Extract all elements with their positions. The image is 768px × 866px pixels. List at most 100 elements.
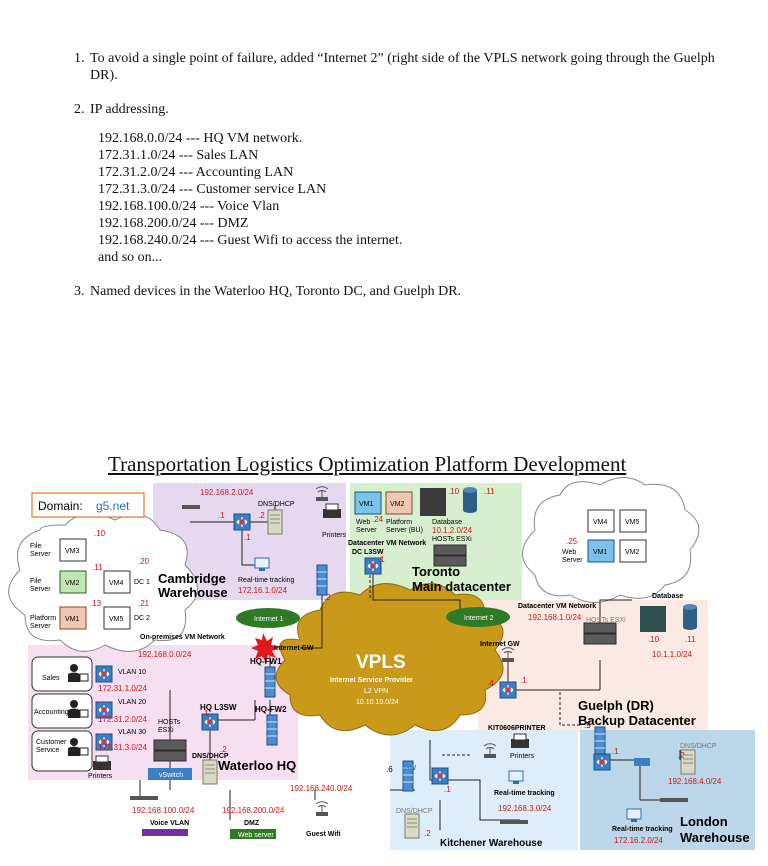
waterloo-vm-label: VM3: [65, 548, 80, 555]
cambridge-firewall-icon: [316, 564, 328, 596]
guelph-vm-label: VM4: [593, 519, 608, 526]
kitchener-switch-icon: [431, 767, 449, 785]
waterloo-vm-box: [59, 570, 87, 594]
waterloo-host: .1: [202, 709, 209, 718]
guelph-vm-box: [587, 509, 615, 533]
london-name: Warehouse: [680, 830, 750, 845]
note-item-2-label: IP addressing.: [90, 102, 169, 117]
hq-fw2: HQ-FW2: [255, 705, 287, 714]
dept-sales: Sales: [42, 675, 60, 682]
toronto-database-icon: [463, 487, 477, 513]
ip-list: 192.168.0.0/24 --- HQ VM network. 172.31…: [96, 130, 726, 266]
toronto-host: .1: [378, 555, 385, 564]
london-tracking: Real-time tracking: [612, 826, 673, 833]
guelph-vm-box: [619, 539, 647, 563]
guelph-database: Database: [652, 593, 683, 600]
cambridge-host: .1: [218, 511, 225, 520]
domain-box: [31, 492, 145, 518]
guelph-name: Guelph (DR): [578, 698, 654, 713]
kitchener-printer: KIT0606PRINTER: [488, 725, 546, 732]
guelph-region: [478, 600, 708, 732]
waterloo-vm-label: VM4: [109, 580, 124, 587]
guelph-vm-label: VM2: [625, 549, 640, 556]
waterloo-host: .10: [94, 529, 106, 538]
ip-line: 172.31.3.0/24 --- Customer service LAN: [98, 182, 327, 197]
kitchener-host: .1: [444, 785, 451, 794]
note-item-1: To avoid a single point of failure, adde…: [88, 50, 726, 84]
guelph-subnet: 10.1.1.0/24: [652, 650, 693, 659]
cambridge-host: .2: [258, 511, 265, 520]
waterloo-dns-icon: [202, 759, 218, 785]
waterloo-hosts-icon: [153, 739, 187, 762]
notes-section: To avoid a single point of failure, adde…: [66, 50, 726, 317]
toronto-vm-box: [385, 491, 413, 515]
cambridge-host: .1: [244, 533, 251, 542]
guelph-gw: Internet GW: [480, 641, 520, 648]
domain-value: g5.net: [96, 499, 130, 513]
toronto-vm-label: VM2: [390, 501, 405, 508]
guelph-vm-label: VM1: [593, 549, 608, 556]
london-switch-icon: [593, 753, 611, 771]
ip-line: 172.31.2.0/24 --- Accounting LAN: [98, 165, 294, 180]
waterloo-dc: DC 1: [134, 579, 150, 586]
vpls-sub: L2 VPN: [364, 688, 388, 695]
waterloo-name: Waterloo HQ: [218, 758, 296, 773]
guelph-vm-box: [619, 509, 647, 533]
hq-fw2-icon: [266, 714, 278, 746]
waterloo-vm-label: VM5: [109, 616, 124, 623]
guelph-rack-icon: [640, 606, 666, 632]
toronto-subnet: 10.1.2.0/24: [432, 526, 473, 535]
internet1-label: Internet 1: [254, 616, 284, 623]
guest-net: 192.168.240.0/24: [290, 784, 353, 793]
toronto-vm-box: [354, 491, 382, 515]
waterloo-vm-label: VM2: [65, 580, 80, 587]
waterloo-lan: 172.31.3.0/24: [98, 743, 147, 752]
london-firewall-icon: [594, 726, 606, 758]
notes-list: To avoid a single point of failure, adde…: [66, 50, 726, 300]
guelph-host: .10: [648, 635, 660, 644]
london-name: London: [680, 814, 728, 829]
kitchener-router-icon: [500, 820, 528, 824]
guelph-hosts-icon: [583, 622, 617, 645]
guelph-host: .11: [685, 635, 696, 644]
waterloo-net: 192.168.0.0/24: [138, 650, 192, 659]
waterloo-vm-cloud: [8, 513, 198, 652]
kitchener-dns: DNS/DHCP: [396, 808, 433, 815]
toronto-dcnet: Datacenter VM Network: [348, 540, 426, 547]
ip-line: 172.31.1.0/24 --- Sales LAN: [98, 148, 259, 163]
vlan-switch-icon: [95, 665, 113, 683]
waterloo-vm-box: [59, 606, 87, 630]
london-host: .2: [678, 751, 685, 760]
vlan-label: VLAN 20: [118, 699, 146, 706]
toronto-host: .11: [484, 487, 495, 496]
ip-line: and so on...: [98, 250, 163, 265]
toronto-host: .10: [448, 487, 460, 496]
guelph-net: 192.168.1.0/24: [528, 613, 582, 622]
ip-line: 192.168.240.0/24 --- Guest Wifi to acces…: [98, 233, 403, 248]
london-host: .5: [584, 721, 591, 730]
london-region: [580, 730, 755, 850]
waterloo-lan: 172.31.1.0/24: [98, 684, 147, 693]
waterloo-printers: Printers: [88, 773, 113, 780]
vpls-sub: Internet Service Provider: [330, 677, 413, 684]
guelph-dcnet: Datacenter VM Network: [518, 603, 596, 610]
kitchener-printers: Printers: [510, 753, 535, 760]
cambridge-printer-icon: [322, 503, 342, 519]
vpls-sub: 10.10.10.0/24: [356, 699, 399, 706]
guelph-database-icon: [683, 604, 697, 630]
internet2-label: Internet 2: [464, 615, 494, 622]
cambridge-host: .2: [324, 593, 331, 602]
dmz-net: 192.168.200.0/24: [222, 806, 285, 815]
voice-label: Voice VLAN: [150, 820, 189, 827]
london-switch2-icon: [634, 758, 650, 766]
kitchener-region: [390, 730, 578, 850]
cambridge-printers: Printers: [322, 532, 347, 539]
toronto-hosts: HOSTs ESXi: [432, 536, 472, 543]
kitchener-host: .2: [424, 829, 431, 838]
kitchener-net: 192.168.3.0/24: [498, 804, 552, 813]
london-host: .1: [612, 747, 619, 756]
